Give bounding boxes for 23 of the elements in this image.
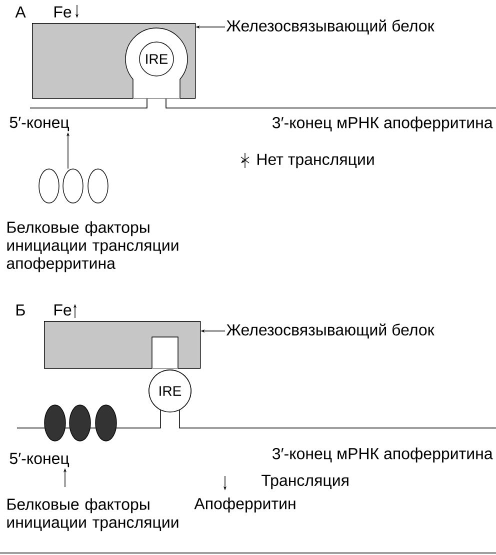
label-text: 3′-конец мРНК апоферритина — [272, 448, 493, 462]
factor-oval — [88, 168, 108, 204]
label-text: Нет трансляции — [258, 154, 374, 168]
label-text: Апоферритин — [194, 498, 296, 512]
ire-loop: IRE — [139, 42, 174, 76]
protein-block — [44, 321, 201, 369]
factor-oval — [38, 168, 60, 204]
label-text: Б — [16, 304, 25, 316]
label-text: Белковые факторы инициации трансляции апоферритина — [6, 221, 178, 272]
label-text: А — [15, 6, 26, 18]
factor-oval — [69, 404, 91, 442]
label-text: Железосвязывающий белок — [226, 19, 434, 35]
label-text: Железосвязывающий белок — [226, 323, 434, 339]
label-text: 3′-конец мРНК апоферритина — [272, 116, 493, 132]
protein-block — [32, 23, 196, 99]
factor-oval — [62, 168, 84, 204]
label-text: 5′-конец — [10, 452, 70, 468]
label-text: Fe — [54, 6, 72, 18]
label-text: Белковые факторы инициации трансляции — [7, 498, 178, 532]
label-text: 5′-конец — [10, 116, 70, 132]
factor-oval — [95, 404, 117, 442]
edge-label: Трансляция — [262, 474, 348, 490]
factor-oval — [44, 404, 66, 442]
